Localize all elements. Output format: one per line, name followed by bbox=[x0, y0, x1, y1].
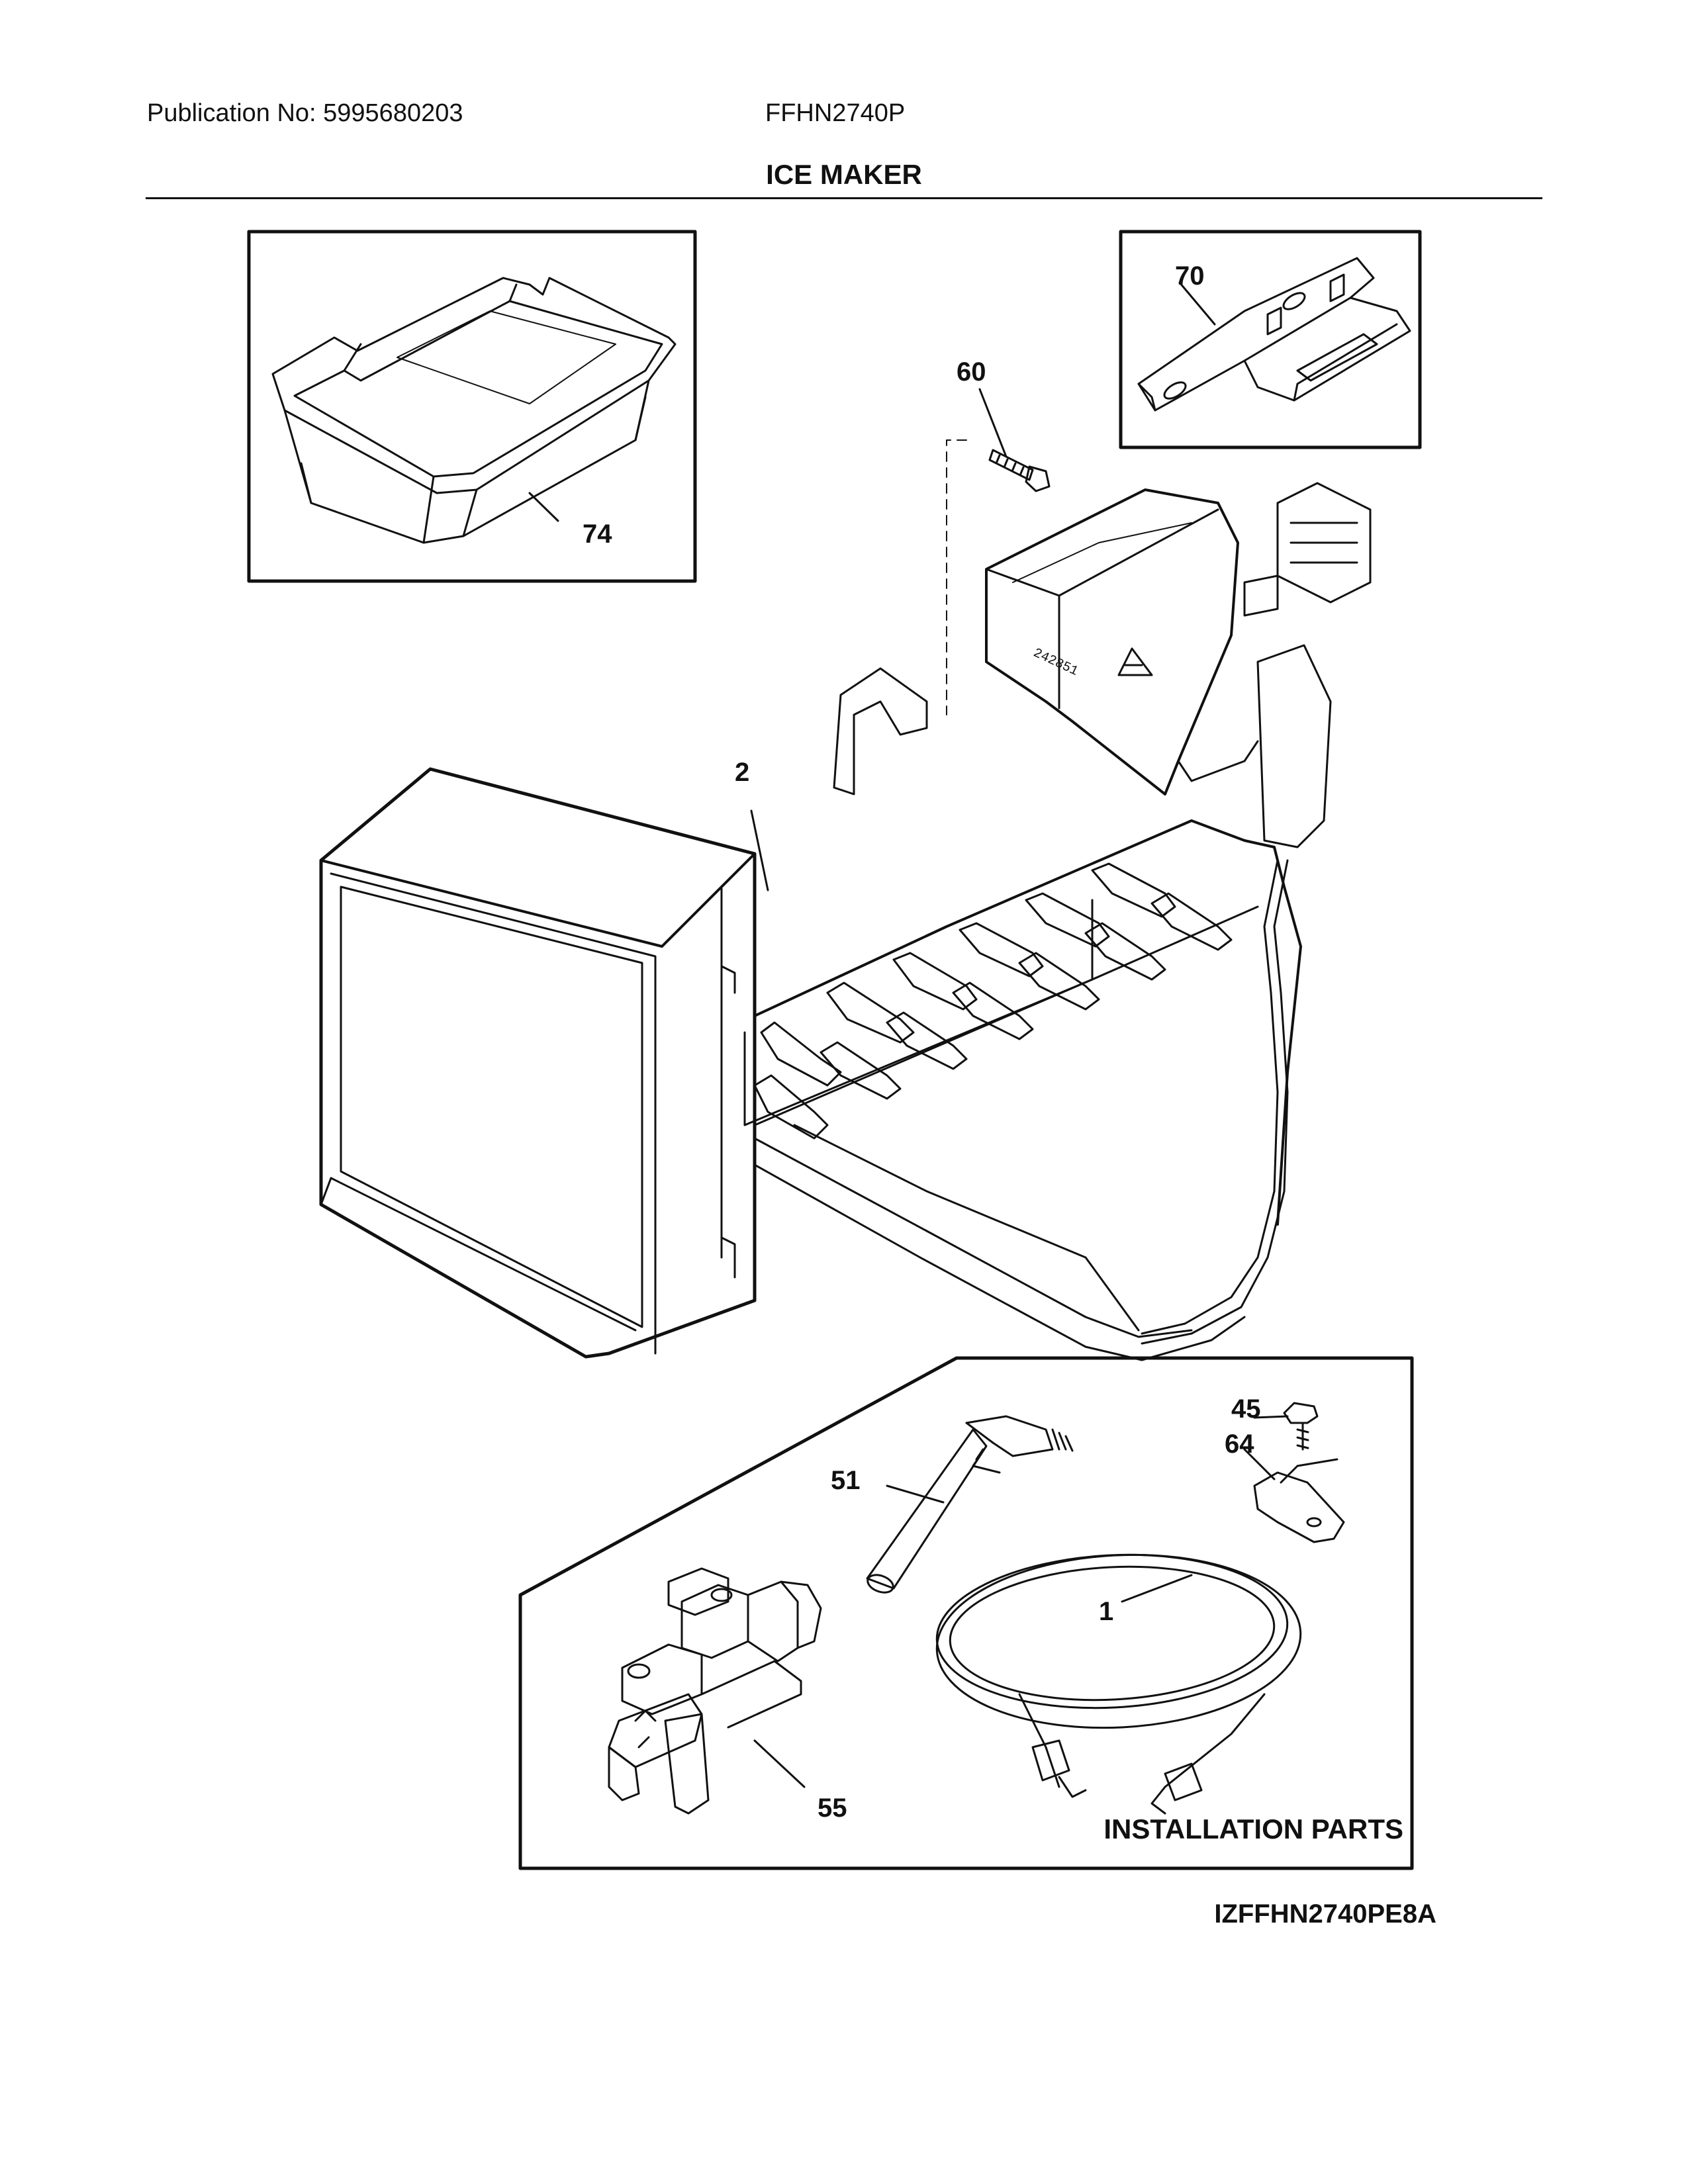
ice-bucket-frame bbox=[247, 230, 697, 583]
screw-leader-dashed bbox=[946, 439, 967, 715]
callout-64: 64 bbox=[1225, 1430, 1254, 1459]
fitting-tube-drawing bbox=[866, 1415, 1074, 1594]
callout-55: 55 bbox=[818, 1794, 847, 1823]
callout-leaders bbox=[528, 281, 1289, 1788]
ice-bucket-drawing bbox=[271, 277, 677, 544]
water-valve-drawing bbox=[608, 1567, 822, 1815]
callout-70: 70 bbox=[1175, 261, 1205, 291]
bracket-drawing bbox=[1137, 257, 1411, 412]
screw-drawing bbox=[988, 449, 1051, 492]
callout-45: 45 bbox=[1231, 1394, 1261, 1424]
ice-maker-assembly-drawing: 242851 bbox=[319, 482, 1372, 1361]
svg-text:242851: 242851 bbox=[1031, 645, 1080, 679]
callout-2: 2 bbox=[735, 758, 749, 787]
callout-74: 74 bbox=[583, 520, 612, 549]
callout-60: 60 bbox=[957, 357, 986, 387]
installation-parts-label: INSTALLATION PARTS bbox=[1103, 1813, 1403, 1844]
callout-51: 51 bbox=[831, 1466, 861, 1495]
section-title: ICE MAKER bbox=[766, 159, 922, 190]
small-screw-drawing bbox=[1283, 1402, 1319, 1451]
installation-parts-frame bbox=[518, 1356, 1414, 1870]
water-line-drawing bbox=[935, 1553, 1302, 1815]
model-number: FFHN2740P bbox=[765, 99, 906, 127]
header-divider bbox=[146, 197, 1542, 199]
callout-1: 1 bbox=[1099, 1597, 1113, 1626]
clamp-drawing bbox=[1253, 1458, 1345, 1543]
publication-number: Publication No: 5995680203 bbox=[147, 99, 463, 127]
bracket-frame bbox=[1119, 230, 1422, 449]
diagram-code: IZFFHN2740PE8A bbox=[1214, 1899, 1436, 1929]
